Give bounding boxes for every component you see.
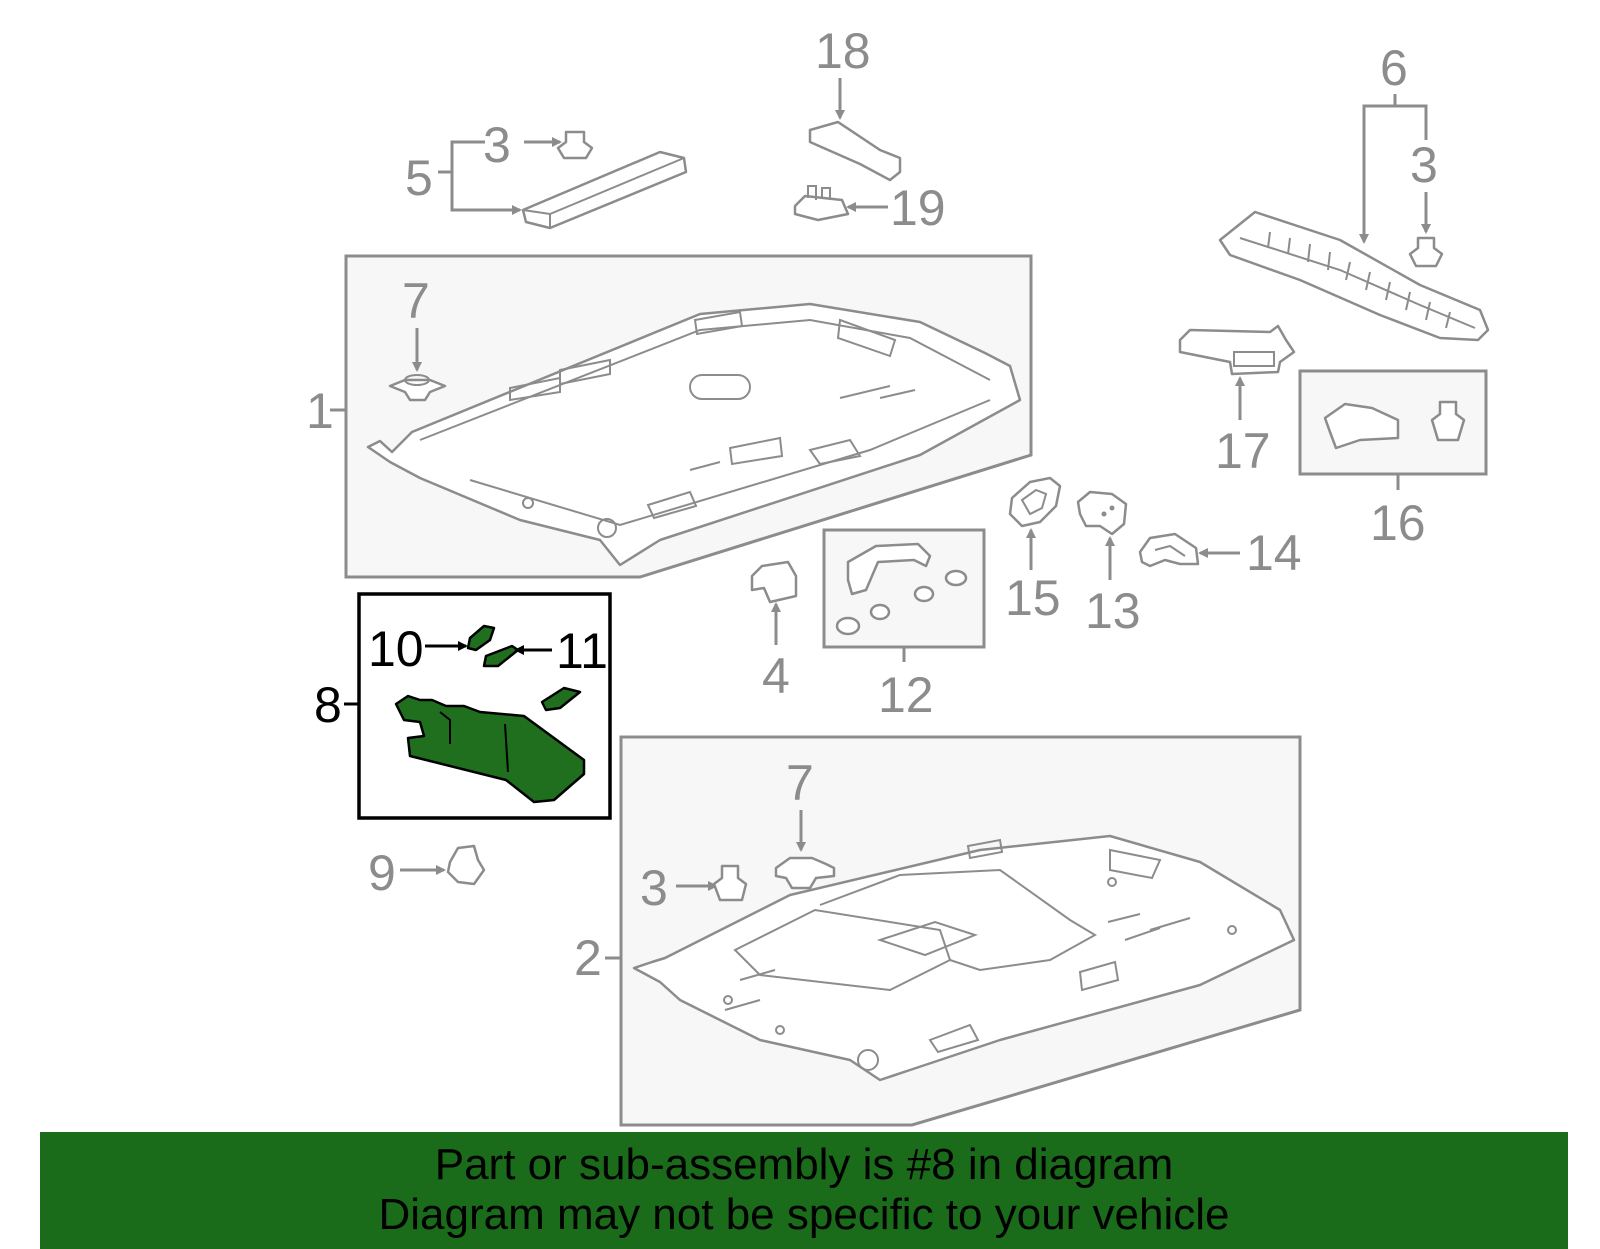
part-5-trim[interactable]: 5 [405,140,688,230]
part-19-clip[interactable]: 19 [793,180,946,236]
callout-12: 12 [878,667,934,723]
part-8-pad-green [540,686,582,712]
callout-16: 16 [1370,495,1426,551]
callout-13: 13 [1085,583,1141,639]
callout-2: 2 [574,930,602,986]
part-18-bracket[interactable]: 18 [808,23,902,182]
part-15-cover[interactable]: 15 [1005,476,1062,626]
headliner-assembly-2[interactable] [619,735,1302,1127]
callout-7-upper: 7 [402,273,430,329]
fastener-3-lower[interactable]: 3 [640,860,748,916]
callout-14: 14 [1246,525,1302,581]
headliner-assembly-1[interactable] [344,254,1033,579]
banner-line-1: Part or sub-assembly is #8 in diagram [434,1140,1174,1189]
part-10-green [466,624,496,652]
callout-3-upper-left: 3 [483,117,511,173]
callout-3-upper-right: 3 [1410,137,1438,193]
part-13-cover[interactable]: 13 [1076,490,1141,639]
callout-3-lower: 3 [640,860,668,916]
part-12-grab-handle-kit[interactable]: 12 [822,528,986,723]
callout-18: 18 [815,23,871,79]
callout-15: 15 [1005,570,1061,626]
part-6-rear-trim[interactable]: 6 [1218,40,1490,342]
callout-9: 9 [368,845,396,901]
callout-8: 8 [314,677,342,733]
clip-7-lower[interactable]: 7 [774,755,836,890]
callout-5: 5 [405,150,433,206]
fastener-3-upper-right[interactable]: 3 [1408,106,1444,268]
headliner-2-shape [632,834,1296,1082]
info-banner: Part or sub-assembly is #8 in diagram Di… [40,1132,1568,1249]
callout-10: 10 [368,621,424,677]
callout-19: 19 [890,180,946,236]
callout-6: 6 [1380,40,1408,96]
part-4-clip[interactable]: 4 [750,560,798,704]
banner-line-2: Diagram may not be specific to your vehi… [378,1190,1230,1239]
part-16-kit[interactable]: 16 [1298,369,1488,551]
callout-1: 1 [306,383,334,439]
part-17-bracket[interactable]: 17 [1178,324,1296,479]
part-11-green [482,644,520,668]
fastener-3-upper-left[interactable]: 3 [483,117,594,173]
part-14-cover[interactable]: 14 [1138,525,1302,581]
part-9-clip[interactable]: 9 [368,844,486,901]
callout-17: 17 [1215,423,1271,479]
clip-7-upper[interactable]: 7 [388,273,447,402]
callout-4: 4 [762,648,790,704]
callout-11: 11 [556,623,608,679]
part-8-highlighted-assembly[interactable] [357,592,612,820]
callout-7-lower: 7 [786,755,814,811]
part-8-vanity-lamp [394,694,586,804]
